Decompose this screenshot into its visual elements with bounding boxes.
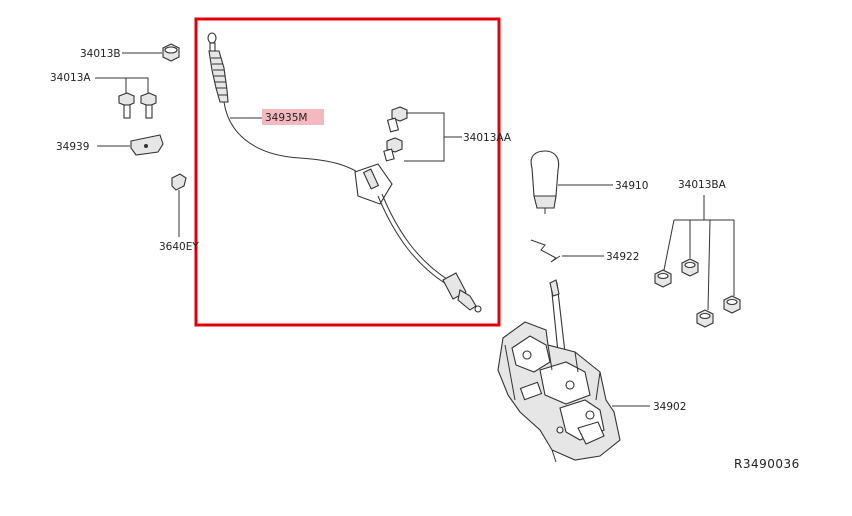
leader-34013aa — [404, 112, 445, 162]
label-34922[interactable]: 34922 — [606, 251, 639, 263]
leader-34013a — [95, 77, 149, 94]
label-34013a[interactable]: 34013A — [50, 72, 91, 84]
clip-34922-icon — [530, 239, 561, 263]
shift-knob-34910-icon — [530, 150, 560, 214]
label-34902[interactable]: 34902 — [653, 401, 686, 413]
label-3640ey[interactable]: 3640EY — [159, 241, 199, 253]
reference-code: R3490036 — [734, 457, 800, 471]
nut-34013ba-3-icon — [696, 309, 714, 328]
label-34939[interactable]: 34939 — [56, 141, 89, 153]
bolt-34013a-left-icon — [118, 92, 135, 119]
nut-34013ba-1-icon — [654, 269, 672, 288]
nut-34013ba-2-icon — [681, 258, 699, 277]
label-34013ba[interactable]: 34013BA — [678, 179, 727, 191]
label-34013b[interactable]: 34013B — [80, 48, 121, 60]
label-34935m[interactable]: 34935M — [265, 112, 307, 124]
nut-34013ba-4-icon — [723, 295, 741, 314]
bolt-34013aa-lower-icon — [383, 137, 403, 162]
pin-3640ey-icon — [171, 173, 187, 191]
clip-34939-icon — [130, 134, 164, 156]
bolt-34013aa-upper-icon — [386, 106, 408, 133]
cable-34935m-icon — [207, 32, 482, 313]
shifter-assembly-34902-icon — [497, 279, 621, 463]
highlight-frame — [194, 17, 501, 327]
label-34910[interactable]: 34910 — [615, 180, 648, 192]
label-34013aa[interactable]: 34013AA — [463, 132, 512, 144]
nut-34013b-icon — [162, 43, 180, 62]
leader-34013ba-3 — [707, 219, 711, 311]
label-highlight-34935m — [262, 109, 324, 125]
leader-34013ba-1 — [663, 219, 675, 271]
bolt-34013a-right-icon — [140, 92, 157, 119]
